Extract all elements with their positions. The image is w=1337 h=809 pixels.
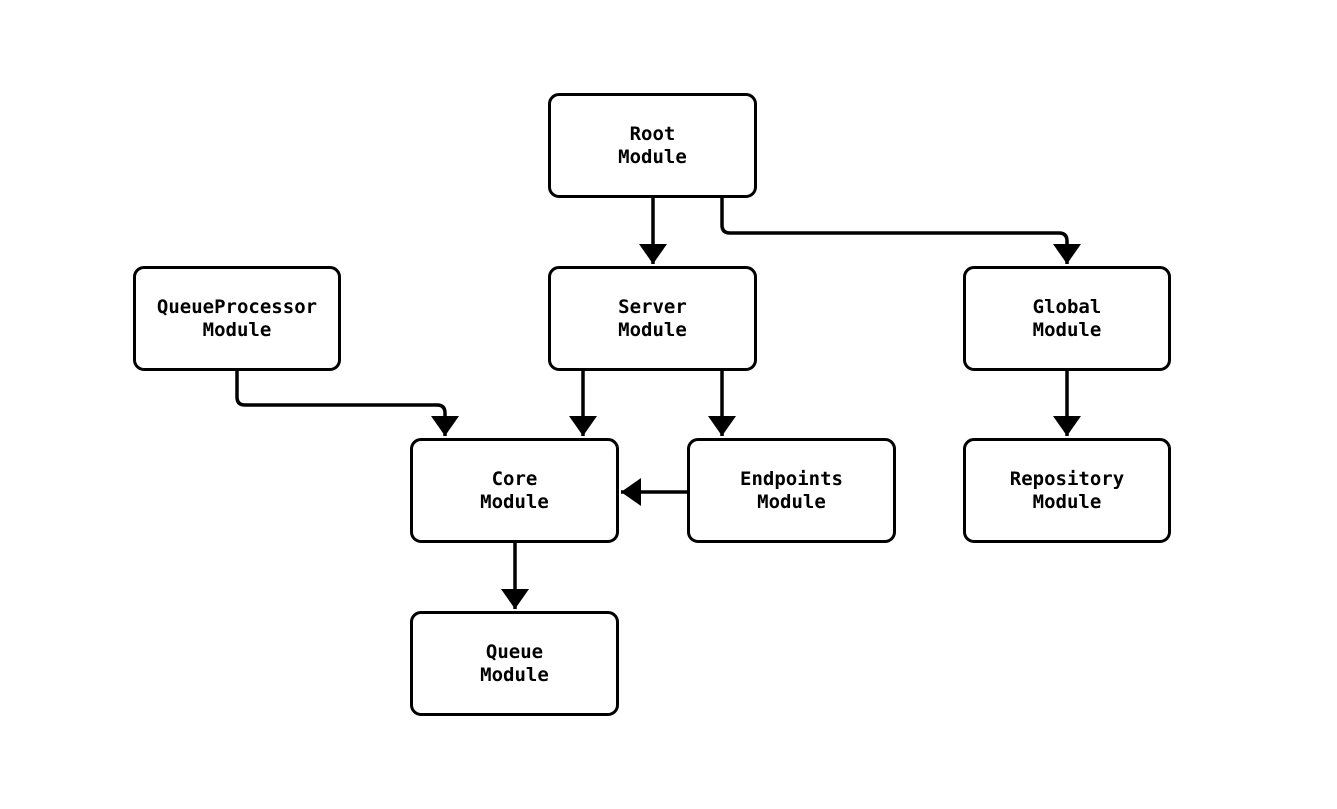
node-queueprocessor-module: QueueProcessor Module — [133, 266, 341, 371]
edge-queueprocessor-to-core — [235, 371, 459, 436]
node-label-line: Module — [480, 490, 549, 513]
node-label-line: QueueProcessor — [156, 295, 318, 318]
node-label-line: Module — [618, 318, 687, 341]
node-global-module: Global Module — [963, 266, 1171, 371]
edge-root-to-global — [720, 198, 1081, 264]
node-label-line: Global — [1032, 295, 1102, 318]
node-label-line: Repository — [1009, 467, 1125, 490]
node-label-line: Module — [1032, 490, 1102, 513]
node-core-module: Core Module — [410, 438, 619, 543]
node-repository-module: Repository Module — [963, 438, 1171, 543]
node-label-line: Endpoints — [740, 467, 843, 490]
node-label-line: Module — [757, 490, 826, 513]
node-server-module: Server Module — [548, 266, 757, 371]
node-label-line: Module — [480, 663, 549, 686]
node-queue-module: Queue Module — [410, 611, 619, 716]
node-label-line: Root — [629, 122, 676, 145]
node-label-line: Queue — [485, 640, 544, 663]
node-label-line: Server — [618, 295, 687, 318]
node-label-line: Module — [202, 318, 272, 341]
node-root-module: Root Module — [548, 93, 757, 198]
node-label-line: Module — [618, 145, 687, 168]
node-label-line: Core — [491, 467, 538, 490]
node-label-line: Module — [1032, 318, 1102, 341]
node-endpoints-module: Endpoints Module — [687, 438, 896, 543]
